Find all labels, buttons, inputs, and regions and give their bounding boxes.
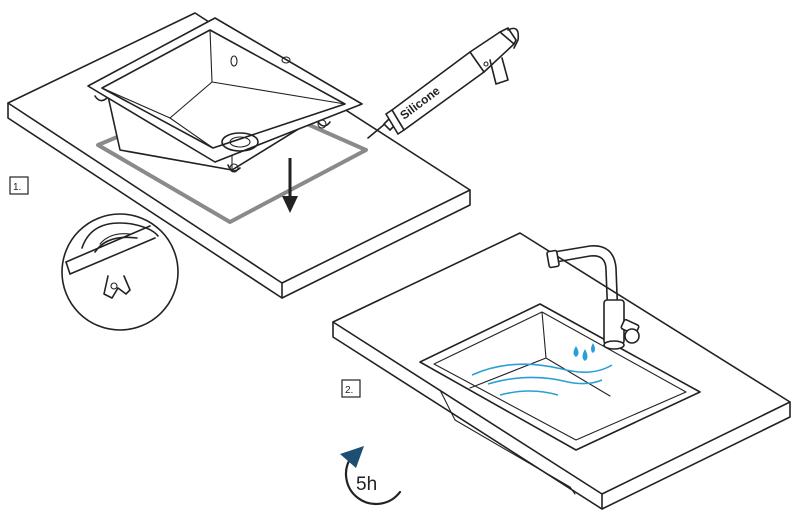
step-2-label: 2. (341, 379, 361, 398)
step-1-label-text: 1. (13, 182, 21, 193)
step-2-label-text: 2. (345, 385, 353, 396)
arrow-down-icon (282, 158, 298, 213)
water-drops-icon (573, 343, 595, 361)
step-1-label: 1. (9, 176, 29, 195)
faucet-icon (546, 245, 640, 350)
clock-arrow-icon: 5h (340, 446, 402, 506)
sink-icon (87, 17, 363, 173)
water-waves (471, 363, 613, 396)
silicone-tube-icon: Silicone (367, 27, 520, 139)
magnifier-circle-icon (61, 213, 179, 331)
installed-sink (419, 303, 701, 495)
timer-label: 5h (356, 474, 377, 495)
